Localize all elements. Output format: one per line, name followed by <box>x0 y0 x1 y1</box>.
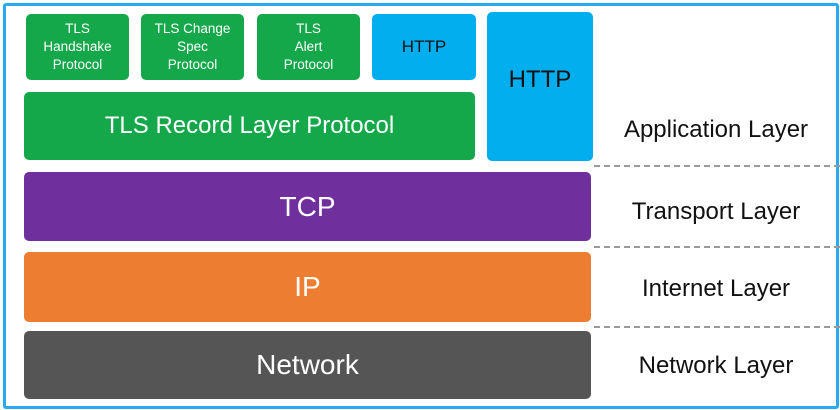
separator-internet-network <box>594 326 840 328</box>
network-box: Network <box>24 331 591 399</box>
http-small-label: HTTP <box>401 37 447 56</box>
transport-layer-label: Transport Layer <box>631 198 801 225</box>
http-tall-label: HTTP <box>508 66 572 93</box>
tcp-box: TCP <box>24 172 591 241</box>
tls-alert-protocol-box: TLS Alert Protocol <box>257 14 360 80</box>
http-tall-box: HTTP <box>487 12 593 161</box>
tls-record-layer-box: TLS Record Layer Protocol <box>24 92 475 160</box>
tls-alert-protocol-label: TLS Alert Protocol <box>283 21 334 72</box>
network-label: Network <box>256 349 359 380</box>
http-small-box: HTTP <box>372 14 476 80</box>
ip-label: IP <box>294 271 321 302</box>
tls-handshake-protocol-label: TLS Handshake Protocol <box>43 21 112 72</box>
tls-record-layer-label: TLS Record Layer Protocol <box>104 112 395 139</box>
tcp-label: TCP <box>279 190 336 222</box>
tls-handshake-protocol-box: TLS Handshake Protocol <box>26 14 129 80</box>
ip-box: IP <box>24 252 591 322</box>
tls-change-spec-protocol-box: TLS Change Spec Protocol <box>141 14 244 80</box>
separator-application-transport <box>594 165 840 167</box>
separator-transport-internet <box>594 246 840 248</box>
application-layer-label: Application Layer <box>623 116 809 143</box>
diagram-frame: TLS Handshake Protocol TLS Change Spec P… <box>3 3 840 409</box>
network-layer-label: Network Layer <box>638 352 794 379</box>
tls-change-spec-protocol-label: TLS Change Spec Protocol <box>154 21 231 72</box>
internet-layer-label: Internet Layer <box>641 275 791 302</box>
